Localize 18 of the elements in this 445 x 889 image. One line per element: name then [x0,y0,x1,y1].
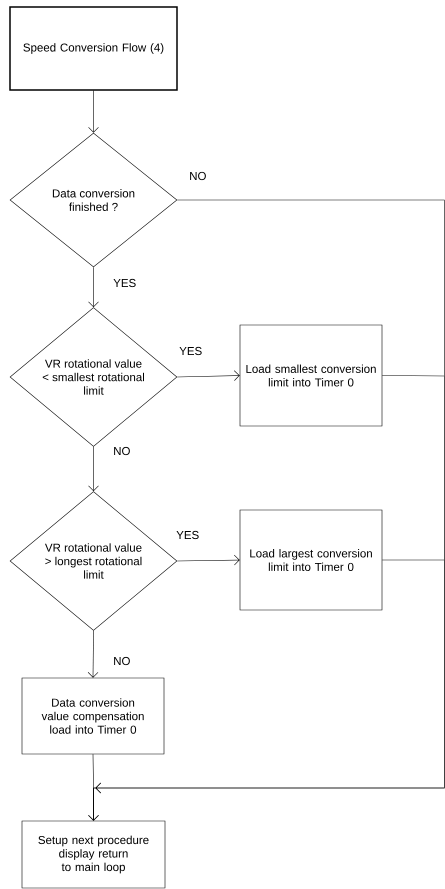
edge-label: YES [176,530,199,540]
edge-label: NO [190,172,206,180]
start-box: Speed Conversion Flow (4) [9,6,178,91]
process-box: Data conversion value compensation load into Timer 0 [22,678,164,754]
arrow [177,370,240,381]
process-box: Setup next procedure display return to main loop [22,820,166,888]
arrow [88,267,99,308]
arrow [88,446,99,492]
arrow [88,630,98,678]
edge-label: YES [113,278,136,288]
edge-label: NO [114,656,130,666]
arrow [88,754,99,821]
arrow [88,90,99,133]
arrow [177,554,240,566]
edge-label: YES [179,346,202,356]
edge-label: NO [114,446,130,456]
process-box: Load smallest conversion limit into Timer 0 [240,324,382,426]
process-box: Load largest conversion limit into Timer 0 [240,510,382,610]
